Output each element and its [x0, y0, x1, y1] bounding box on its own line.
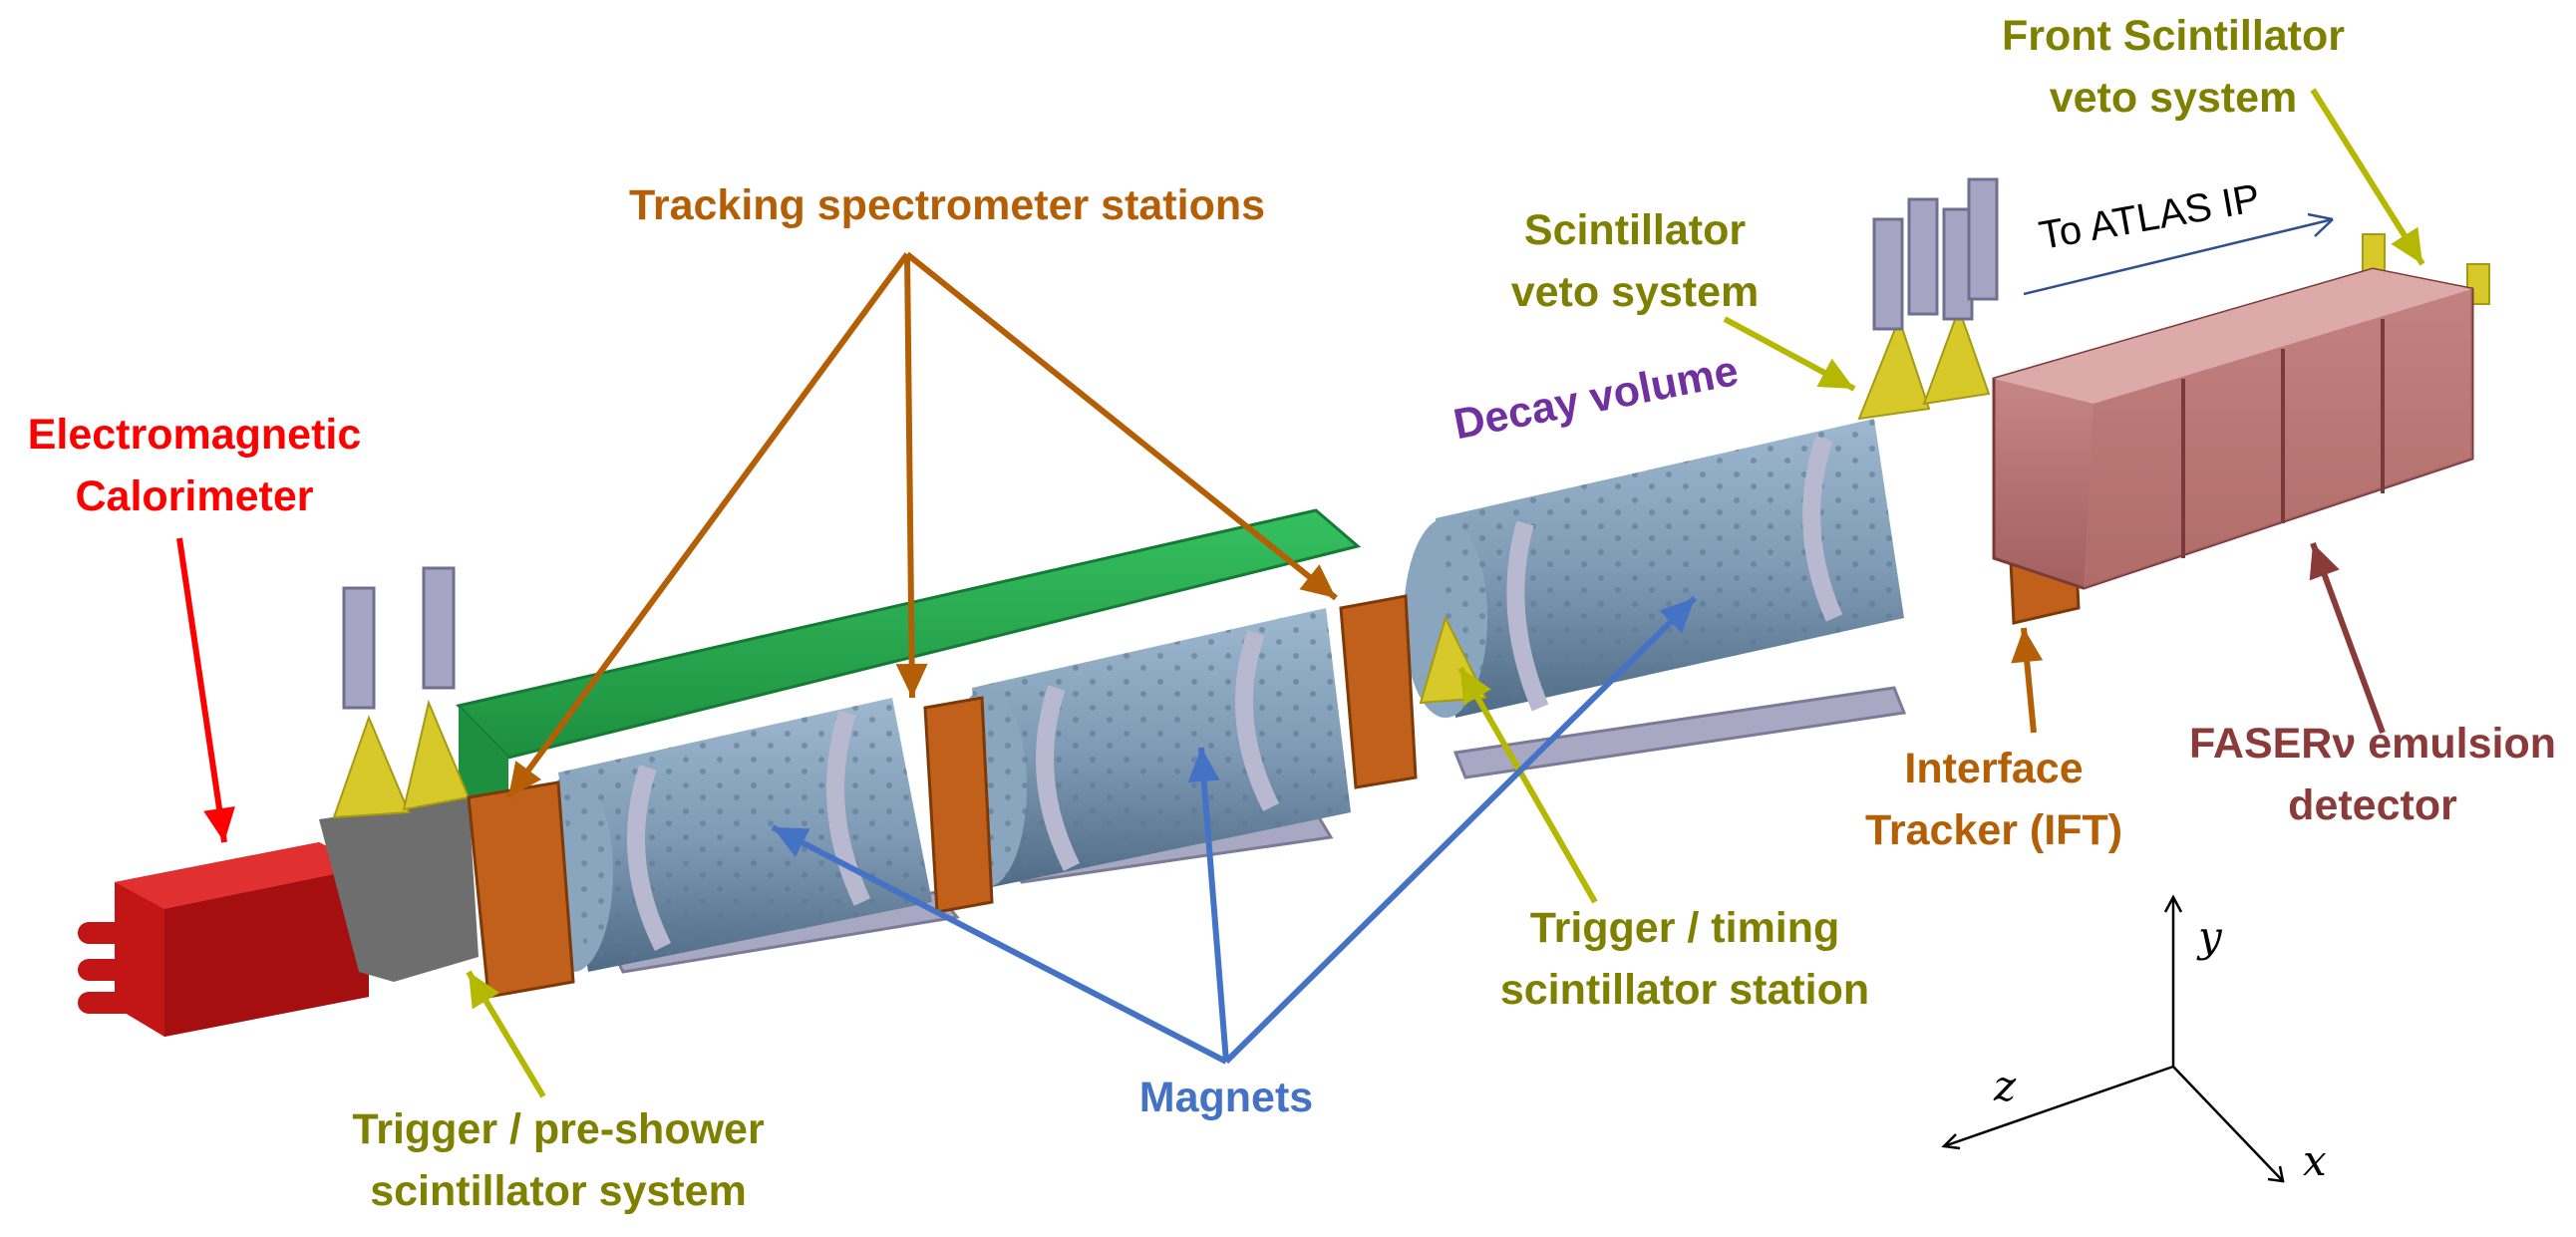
arrow-magnets-2	[1198, 747, 1229, 1063]
axis-label-y: y	[2198, 912, 2222, 961]
faser-nu-detector	[1992, 267, 2474, 590]
label-front-scintillator-veto: Front Scintillator veto system	[2002, 12, 2345, 122]
pmt-tubes	[342, 177, 1999, 710]
arrow-tracking-3	[905, 251, 1338, 601]
label-interface-tracker: Interface Tracker (IFT)	[1864, 745, 2123, 854]
coordinate-axes	[1941, 894, 2285, 1183]
scintillator-pieces	[332, 233, 2490, 819]
arrow-em-calorimeter-head	[203, 806, 235, 842]
axis-label-z: z	[1994, 1062, 2017, 1110]
arrow-tracking-1-head	[508, 761, 542, 797]
axis-label-x: x	[2303, 1136, 2327, 1185]
label-magnets: Magnets	[1138, 1074, 1314, 1121]
arrow-magnets-2-head	[1187, 748, 1220, 783]
arrow-tracking-3-head	[1299, 564, 1336, 598]
arrow-tracking-1	[505, 252, 910, 799]
arrow-tracking-2-head	[895, 663, 928, 698]
arrow-magnets-3-head	[1659, 598, 1695, 634]
atlas-arrow	[2023, 217, 2334, 296]
arrow-trigger-timing	[1457, 666, 1598, 904]
label-em-calorimeter: Electromagnetic Calorimeter	[27, 411, 362, 520]
arrow-magnets-1	[771, 824, 1228, 1065]
leader-arrows	[176, 88, 2425, 1098]
arrow-trigger-timing-head	[1460, 668, 1491, 706]
label-trigger-preshower: Trigger / pre-shower scintillator system	[352, 1105, 765, 1215]
arrow-front-veto	[2310, 88, 2425, 266]
arrow-front-veto-head	[2391, 226, 2422, 264]
arrow-scint-veto-head	[1816, 358, 1854, 389]
arrow-tracking-2	[904, 253, 915, 699]
arrow-faser-nu-head	[2309, 543, 2340, 581]
preshower-block	[319, 797, 479, 982]
arrow-magnets-3	[1223, 595, 1698, 1065]
atlas-arrowhead	[2307, 212, 2334, 237]
label-tracking-stations: Tracking spectrometer stations	[628, 181, 1266, 229]
magnet-rings	[627, 436, 1843, 952]
arrow-ift-head	[2011, 628, 2044, 664]
label-scintillator-veto: Scintillator veto system	[1510, 206, 1760, 316]
arrow-magnets-1-head	[773, 827, 810, 857]
em-calorimeter	[78, 842, 369, 1037]
label-trigger-timing: Trigger / timing scintillator station	[1499, 904, 1870, 1014]
arrow-preshower-head	[469, 972, 500, 1010]
label-faser-nu: FASERν emulsion detector	[2189, 720, 2556, 829]
arrow-em-calorimeter	[176, 537, 227, 843]
